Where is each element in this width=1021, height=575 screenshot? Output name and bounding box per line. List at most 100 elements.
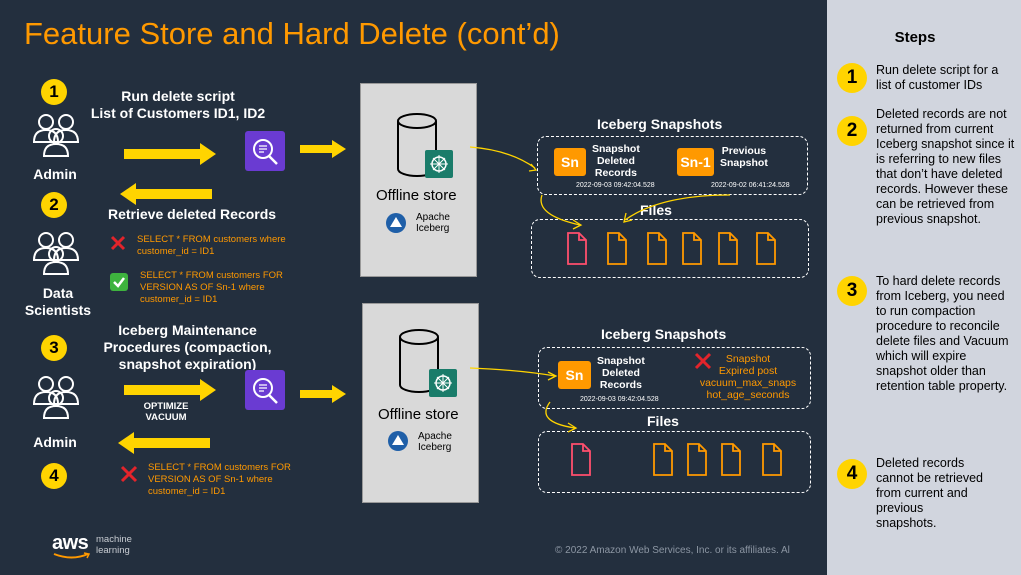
file-icon bbox=[653, 443, 673, 476]
aws-smile-icon bbox=[53, 552, 91, 559]
snapshot-sn-name-2-line2: Deleted bbox=[601, 367, 640, 379]
steps-badge-1: 1 bbox=[837, 63, 867, 93]
copyright-footer: © 2022 Amazon Web Services, Inc. or its … bbox=[555, 545, 790, 556]
step-text-4: Deleted records cannot be retrieved from… bbox=[876, 456, 984, 530]
sql-after-vacuum-line1: SELECT * FROM customers FOR bbox=[148, 462, 291, 473]
iceberg-icon bbox=[386, 213, 406, 233]
step-badge-4: 4 bbox=[41, 463, 67, 489]
snapshot-sn1-timestamp: 2022-09-02 06:41:24.528 bbox=[711, 182, 790, 189]
iceberg-label-1-line1: Apache bbox=[416, 212, 450, 223]
step-badge-2: 2 bbox=[41, 192, 67, 218]
iceberg-icon bbox=[388, 431, 408, 451]
iceberg-label-1: Apache Iceberg bbox=[416, 212, 450, 234]
sql-previous-line1: SELECT * FROM customers FOR bbox=[140, 270, 283, 281]
file-icons-row-2 bbox=[571, 443, 782, 476]
snapshot-sn1-badge: Sn-1 bbox=[677, 148, 714, 176]
snapshot-sn-badge-1: Sn bbox=[554, 148, 586, 176]
iceberg-label-2: Apache Iceberg bbox=[418, 431, 452, 453]
expired-line4: hot_age_seconds bbox=[706, 389, 790, 401]
snapshot-sn-timestamp-1: 2022-09-03 09:42:04.528 bbox=[576, 182, 655, 189]
expired-line3: vacuum_max_snaps bbox=[699, 377, 797, 389]
sql-after-vacuum-query: SELECT * FROM customers FOR VERSION AS O… bbox=[148, 462, 291, 498]
snapshots-title-2: Iceberg Snapshots bbox=[601, 326, 727, 342]
file-icon bbox=[647, 232, 667, 265]
step-text-2: Deleted records are not returned from cu… bbox=[876, 107, 1015, 226]
data-scientists-line2: Scientists bbox=[24, 302, 92, 318]
feature-store-icon bbox=[429, 369, 457, 397]
arrow-right-icon-2 bbox=[124, 379, 216, 401]
arrow-left-icon bbox=[120, 183, 212, 205]
users-icon bbox=[32, 376, 80, 419]
optimize-label: OPTIMIZE VACUUM bbox=[120, 401, 212, 423]
file-icon bbox=[682, 232, 702, 265]
expired-line2: Expired post bbox=[718, 365, 778, 377]
check-icon bbox=[110, 273, 128, 291]
file-icon bbox=[607, 232, 627, 265]
aws-logo-text: aws bbox=[52, 532, 89, 554]
iceberg-label-2-line1: Apache bbox=[418, 431, 452, 442]
feature-store-icon bbox=[425, 150, 453, 178]
snapshot-sn-badge-2: Sn bbox=[558, 361, 591, 389]
retrieve-label: Retrieve deleted Records bbox=[108, 206, 277, 222]
file-icon bbox=[687, 443, 707, 476]
users-icon bbox=[32, 114, 80, 157]
cross-icon bbox=[694, 352, 712, 370]
file-icon bbox=[718, 232, 738, 265]
offline-store-panel-2: Offline store Apache Iceberg bbox=[362, 303, 479, 503]
admin-label-1: Admin bbox=[33, 166, 77, 182]
data-scientists-label: Data Scientists bbox=[20, 285, 96, 319]
steps-title: Steps bbox=[894, 29, 936, 46]
files-box-1 bbox=[531, 219, 809, 278]
sql-previous-line3: customer_id = ID1 bbox=[140, 294, 218, 305]
files-title-1: Files bbox=[640, 202, 672, 218]
arrow-right-icon bbox=[124, 379, 216, 401]
iceberg-label-1-line2: Iceberg bbox=[416, 223, 450, 234]
steps-badge-2: 2 bbox=[837, 116, 867, 146]
snapshot-sn1-name: Previous Snapshot bbox=[720, 145, 768, 169]
snapshot-sn-name-2: Snapshot Deleted Records bbox=[597, 355, 645, 391]
deleted-file-icon bbox=[567, 232, 587, 265]
file-icon bbox=[756, 232, 776, 265]
run-delete-line1: Run delete script bbox=[121, 88, 235, 104]
cross-icon bbox=[120, 465, 138, 483]
snapshot-sn-name-1-line1: Snapshot bbox=[592, 143, 640, 155]
sql-current-query: SELECT * FROM customers where customer_i… bbox=[137, 234, 286, 258]
file-icon bbox=[762, 443, 782, 476]
optimize-line1: OPTIMIZE bbox=[143, 401, 189, 412]
athena-icon bbox=[245, 370, 285, 410]
offline-store-panel-1: Offline store Apache Iceberg bbox=[360, 83, 477, 277]
users-icon bbox=[32, 232, 80, 275]
files-title-2: Files bbox=[647, 413, 679, 429]
steps-badge-3: 3 bbox=[837, 276, 867, 306]
offline-store-label-2: Offline store bbox=[378, 406, 459, 423]
file-icon bbox=[721, 443, 741, 476]
connector-lines-1 bbox=[469, 146, 731, 230]
aws-ml-line2: learning bbox=[96, 545, 130, 556]
maintenance-line3: snapshot expiration) bbox=[118, 356, 257, 372]
aws-ml-label: machine learning bbox=[96, 534, 132, 556]
sql-after-vacuum-line3: customer_id = ID1 bbox=[148, 486, 226, 497]
athena-icon bbox=[245, 131, 285, 171]
optimize-line2: VACUUM bbox=[145, 412, 187, 423]
cross-icon bbox=[110, 235, 126, 251]
snapshot-sn1-name-line2: Snapshot bbox=[720, 157, 768, 169]
snapshot-sn1-name-line1: Previous bbox=[721, 145, 767, 157]
arrow-right-small-icon bbox=[300, 140, 346, 158]
files-box-2 bbox=[538, 431, 811, 493]
expired-snapshot-note: Snapshot Expired post vacuum_max_snaps h… bbox=[698, 353, 798, 401]
arrow-right-small-icon bbox=[300, 385, 346, 403]
expired-line1: Snapshot bbox=[725, 353, 771, 365]
sql-current-line2: customer_id = ID1 bbox=[137, 246, 215, 257]
snapshot-sn-name-2-line1: Snapshot bbox=[597, 355, 645, 367]
iceberg-label-2-line2: Iceberg bbox=[418, 442, 452, 453]
step-text-3: To hard delete records from Iceberg, you… bbox=[876, 274, 1009, 393]
steps-badge-4: 4 bbox=[837, 459, 867, 489]
step-text-1: Run delete script for a list of customer… bbox=[876, 63, 999, 92]
offline-store-label-1: Offline store bbox=[376, 187, 457, 204]
arrow-right-icon bbox=[124, 143, 216, 165]
connector-lines-2 bbox=[469, 367, 578, 433]
sql-previous-line2: VERSION AS OF Sn-1 where bbox=[140, 282, 265, 293]
sql-previous-query: SELECT * FROM customers FOR VERSION AS O… bbox=[140, 270, 283, 306]
step-badge-3: 3 bbox=[41, 335, 67, 361]
slide-main: Feature Store and Hard Delete (cont’d) 1… bbox=[0, 0, 827, 575]
